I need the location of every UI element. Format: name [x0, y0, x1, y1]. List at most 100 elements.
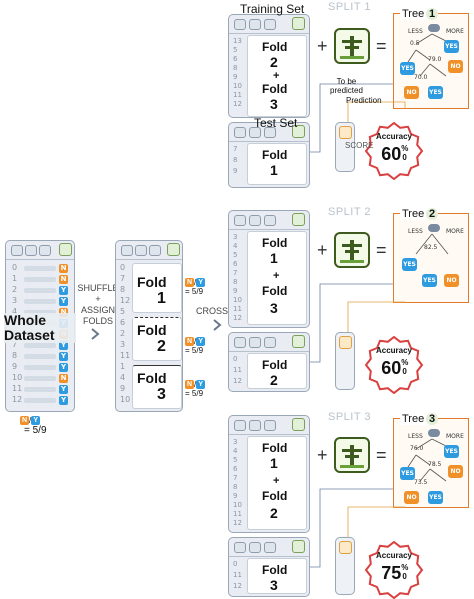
row-number: 9 [233, 73, 238, 81]
row-number: 4 [120, 373, 126, 382]
fold-number: 1 [157, 290, 166, 307]
fold-word: Fold [262, 358, 288, 372]
table-row: 3 [229, 438, 309, 447]
column-pill [234, 337, 246, 348]
column-pill [149, 245, 161, 256]
table-row: 0 [229, 560, 309, 571]
row-number: 0 [233, 355, 238, 363]
row-number: 0 [12, 263, 18, 272]
yes-tag: Y [196, 278, 206, 288]
row-number: 8 [233, 64, 238, 72]
cross-label: CROSS [196, 306, 229, 316]
table-row: 4 [229, 242, 309, 251]
yes-tag: Y [59, 385, 68, 394]
threshold-value: 79.0 [428, 56, 442, 63]
row-number: 4 [233, 242, 238, 250]
dataset-rows: 0N1N2Y3Y4N5Y6N7Y8Y9Y10N11Y12Y [6, 263, 74, 406]
no-tag: N [185, 278, 194, 288]
less-label: LESS [408, 28, 423, 35]
shuffle-line: ASSIGN [80, 305, 115, 315]
table-row: 9 [229, 167, 309, 178]
plus-operator: + [317, 240, 328, 260]
row-number: 10 [233, 82, 242, 90]
no-tag: N [59, 308, 68, 317]
fold-ratio-3: N/Y = 5/9 [185, 380, 206, 398]
weather-icon [428, 24, 440, 32]
table-row: 5 [229, 456, 309, 465]
prediction-card [335, 537, 355, 595]
row-number: 9 [12, 362, 18, 371]
table-row: 8 [229, 156, 309, 167]
table-row: 11 [229, 510, 309, 519]
card-header [229, 123, 309, 142]
row-number: 3 [233, 233, 238, 241]
table-row: 0 [229, 355, 309, 366]
card-header [229, 416, 309, 435]
column-pill [249, 337, 261, 348]
table-row: 11 [229, 366, 309, 377]
fold-number: 1 [270, 455, 278, 471]
row-bar [24, 299, 56, 304]
tree-edge [419, 63, 431, 77]
yes-leaf: YES [402, 258, 417, 271]
row-number: 7 [233, 474, 238, 482]
title-line: Dataset [4, 327, 55, 343]
no-leaf: NO [448, 465, 463, 478]
fold-number: 3 [270, 300, 278, 316]
row-number: 10 [12, 373, 23, 382]
row-bar [24, 376, 56, 381]
column-pill [11, 245, 23, 256]
table-row: 10 N [6, 373, 74, 384]
shuffle-line: SHUFFLE [77, 283, 119, 293]
plus-sign: + [273, 70, 280, 82]
column-pill [234, 19, 246, 30]
accuracy-number: 60 [381, 358, 402, 378]
row-number: 8 [12, 351, 18, 360]
no-tag: N [59, 374, 68, 383]
split-title: SPLIT 2 [328, 206, 372, 218]
outlook-icon [292, 213, 305, 226]
accuracy-label: Accuracy [375, 551, 413, 560]
tree-edge [415, 49, 431, 61]
column-pill [249, 542, 261, 553]
decision-tree-model-icon [334, 232, 370, 268]
badge-outline [364, 122, 424, 180]
row-number: 0 [120, 263, 126, 272]
decision-tree-model-icon [334, 437, 370, 473]
row-number: 6 [233, 55, 238, 63]
table-row: 3 [229, 233, 309, 242]
column-pill [121, 245, 133, 256]
table-row: 10 [229, 82, 309, 91]
fold-number: 1 [270, 162, 278, 178]
table-row: 12 [229, 314, 309, 323]
table-row: 5 [229, 251, 309, 260]
shuffle-line: FOLDS [82, 316, 113, 326]
column-pill [264, 337, 276, 348]
row-number: 11 [233, 305, 242, 313]
table-row: 8 [229, 64, 309, 73]
column-pill [135, 245, 147, 256]
table-row: 9 [116, 384, 182, 395]
fold-2-panel: Fold 2 [132, 317, 182, 361]
threshold-value: 82.5 [424, 244, 438, 251]
card-header [229, 333, 309, 352]
table-row: 8 [229, 278, 309, 287]
whole-ratio: N/Y = 5/9 [20, 416, 47, 437]
label-line: predicted [330, 86, 363, 95]
accuracy-badge-icon [364, 336, 424, 394]
plus-operator: + [317, 36, 328, 56]
weather-icon [428, 429, 440, 437]
row-number: 7 [233, 145, 238, 153]
yes-tag: Y [59, 363, 68, 372]
